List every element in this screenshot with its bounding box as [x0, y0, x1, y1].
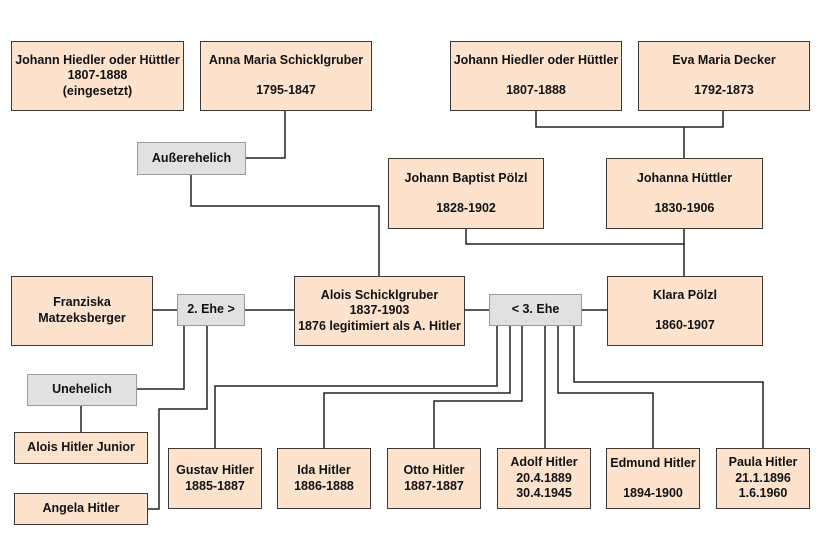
person-ida-hitler: Ida Hitler 1886-1888 — [277, 448, 371, 509]
person-dates: 1894-1900 — [623, 485, 683, 500]
person-note: 1876 legitimiert als A. Hitler — [298, 318, 461, 333]
person-name: Alois Schicklgruber — [320, 287, 439, 302]
person-anna-maria-schicklgruber: Anna Maria Schicklgruber 1795-1847 — [200, 41, 372, 111]
person-name: Johann Baptist Pölzl — [404, 170, 528, 185]
person-franziska-matzeksberger: Franziska Matzeksberger — [11, 276, 153, 346]
person-angela-hitler: Angela Hitler — [14, 493, 148, 525]
person-name: Johanna Hüttler — [636, 170, 733, 185]
label-text: 2. Ehe > — [187, 302, 235, 317]
person-johann-hiedler-left: Johann Hiedler oder Hüttler 1807-1888 (e… — [11, 41, 184, 111]
person-name: Gustav Hitler — [176, 462, 254, 477]
person-alois-schicklgruber: Alois Schicklgruber 1837-1903 1876 legit… — [294, 276, 465, 346]
person-dates: 1830-1906 — [654, 200, 715, 215]
person-dates: 1887-1887 — [404, 478, 464, 493]
person-died: 30.4.1945 — [516, 486, 572, 501]
person-name: Angela Hitler — [42, 501, 120, 516]
person-name-line1: Franziska — [53, 295, 111, 310]
person-johanna-huettler: Johanna Hüttler 1830-1906 — [606, 158, 763, 229]
person-gustav-hitler: Gustav Hitler 1885-1887 — [168, 448, 262, 509]
label-unehelich: Unehelich — [27, 374, 137, 406]
person-dates: 1795-1847 — [256, 83, 316, 97]
person-paula-hitler: Paula Hitler 21.1.1896 1.6.1960 — [716, 448, 810, 509]
person-born: 20.4.1889 — [516, 470, 572, 485]
person-johann-hiedler-right: Johann Hiedler oder Hüttler 1807-1888 — [450, 41, 622, 111]
person-dates: 1837-1903 — [349, 303, 410, 318]
person-eva-maria-decker: Eva Maria Decker 1792-1873 — [638, 41, 810, 111]
person-name: Johann Hiedler oder Hüttler — [453, 53, 619, 68]
person-name: Ida Hitler — [297, 462, 351, 477]
person-dates: 1792-1873 — [694, 83, 754, 97]
person-dates: 1807-1888 — [67, 68, 128, 83]
person-dates: 1828-1902 — [436, 200, 496, 215]
person-died: 1.6.1960 — [738, 486, 788, 501]
label-text: Außerehelich — [151, 150, 232, 165]
person-name: Edmund Hitler — [610, 455, 696, 470]
person-dates: 1860-1907 — [655, 318, 715, 332]
person-klara-poelzl: Klara Pölzl 1860-1907 — [607, 276, 763, 346]
label-3-ehe: < 3. Ehe — [489, 294, 582, 326]
person-name: Eva Maria Decker — [672, 53, 776, 68]
person-name: Paula Hitler — [728, 455, 798, 470]
person-name: Adolf Hitler — [510, 455, 578, 470]
person-otto-hitler: Otto Hitler 1887-1887 — [387, 448, 481, 509]
person-dates: 1885-1887 — [185, 478, 245, 493]
person-born: 21.1.1896 — [735, 470, 791, 485]
person-johann-baptist-poelzl: Johann Baptist Pölzl 1828-1902 — [388, 158, 544, 229]
person-name: Klara Pölzl — [653, 288, 717, 303]
person-note: (eingesetzt) — [62, 83, 133, 98]
person-alois-hitler-junior: Alois Hitler Junior — [14, 432, 148, 464]
label-text: < 3. Ehe — [511, 302, 560, 317]
label-ausserehelich: Außerehelich — [137, 142, 246, 175]
person-name: Otto Hitler — [403, 462, 465, 477]
person-edmund-hitler: Edmund Hitler 1894-1900 — [606, 448, 700, 509]
person-name: Alois Hitler Junior — [27, 440, 135, 455]
person-dates: 1807-1888 — [506, 83, 566, 97]
label-text: Unehelich — [52, 382, 112, 397]
person-name-line2: Matzeksberger — [38, 311, 126, 325]
person-adolf-hitler: Adolf Hitler 20.4.1889 30.4.1945 — [497, 448, 591, 509]
person-dates: 1886-1888 — [294, 478, 354, 493]
label-2-ehe: 2. Ehe > — [177, 294, 245, 326]
person-name: Anna Maria Schicklgruber — [208, 53, 364, 68]
person-name: Johann Hiedler oder Hüttler — [15, 52, 180, 67]
